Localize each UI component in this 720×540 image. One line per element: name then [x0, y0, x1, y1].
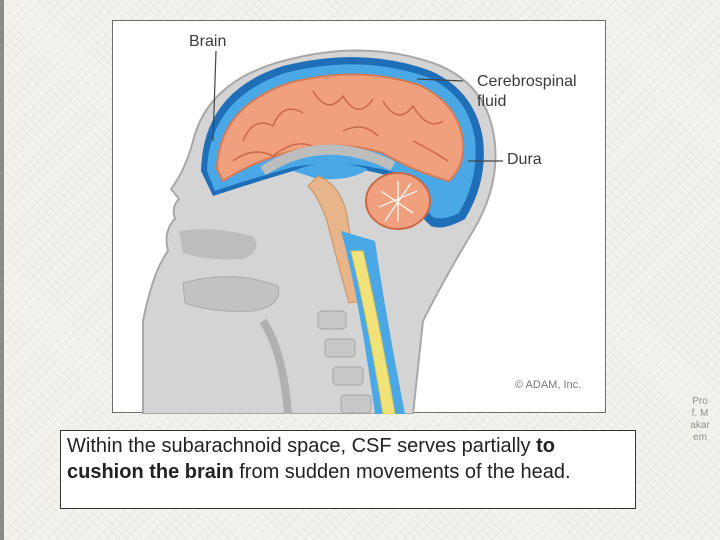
throat — [259, 318, 292, 414]
brainstem — [307, 175, 364, 304]
leader-lines — [212, 50, 503, 162]
nose-cavity — [179, 229, 257, 260]
ventricle — [293, 162, 368, 180]
brain-diagram: Brain Cerebrospinal fluid Dura © ADAM, I… — [112, 20, 606, 414]
label-brain: Brain — [189, 33, 227, 50]
caption-text-part2: from sudden movements of the head. — [233, 461, 571, 483]
brain-illustration — [142, 49, 503, 414]
gyri-lines — [232, 90, 449, 162]
cerebellum-folia — [378, 181, 418, 222]
vertebrae — [317, 310, 372, 414]
caption-text-part1: Within the subarachnoid space, CSF serve… — [67, 435, 537, 457]
label-dura: Dura — [507, 151, 542, 168]
caption-emphasis: to cushion the brain — [67, 435, 555, 483]
copyright-note: © ADAM, Inc. — [515, 379, 582, 391]
caption-box: Within the subarachnoid space, CSF serve… — [60, 430, 636, 509]
label-csf-line1: Cerebrospinal — [477, 73, 577, 90]
mouth-tongue — [182, 276, 280, 312]
label-csf-line2: fluid — [477, 93, 507, 110]
slide-left-rule — [0, 0, 4, 540]
spinal-cord — [350, 250, 396, 414]
corpus-callosum — [260, 144, 396, 176]
author-side-note: Prof. Makarem — [690, 396, 710, 443]
